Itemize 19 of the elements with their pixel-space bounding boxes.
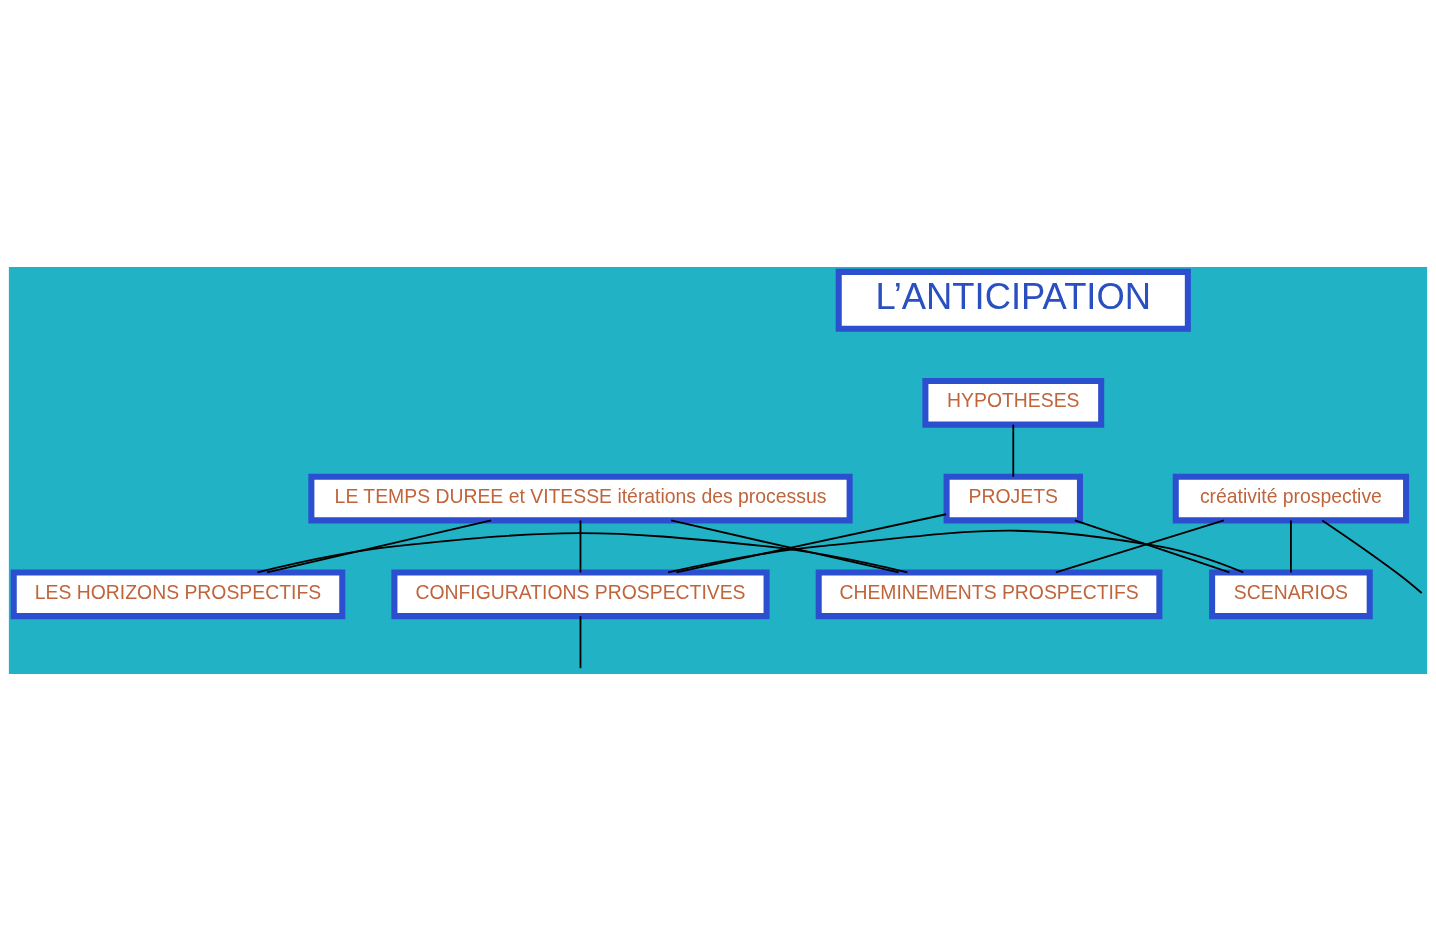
connector	[256, 531, 909, 573]
node-box: créativité prospective	[1172, 473, 1410, 523]
connector	[670, 519, 900, 573]
node-box: HYPOTHESES	[922, 377, 1105, 428]
node-box: CONFIGURATIONS PROSPECTIVES	[391, 568, 770, 619]
connector	[1290, 519, 1292, 573]
node-box: PROJETS	[943, 473, 1083, 523]
node-box: LE TEMPS DUREE et VITESSE itérations des processus	[308, 473, 853, 523]
connector	[675, 512, 948, 573]
node-box: CHEMINEMENTS PROSPECTIFS	[815, 568, 1163, 619]
node-box: L’ANTICIPATION	[835, 268, 1191, 332]
connector	[667, 529, 1245, 573]
connector	[266, 519, 493, 573]
connector	[579, 614, 582, 669]
connector	[1321, 519, 1423, 594]
node-box: SCENARIOS	[1209, 568, 1373, 619]
node-box: LES HORIZONS PROSPECTIFS	[10, 568, 346, 619]
connector	[579, 519, 582, 573]
connector	[1012, 423, 1015, 478]
